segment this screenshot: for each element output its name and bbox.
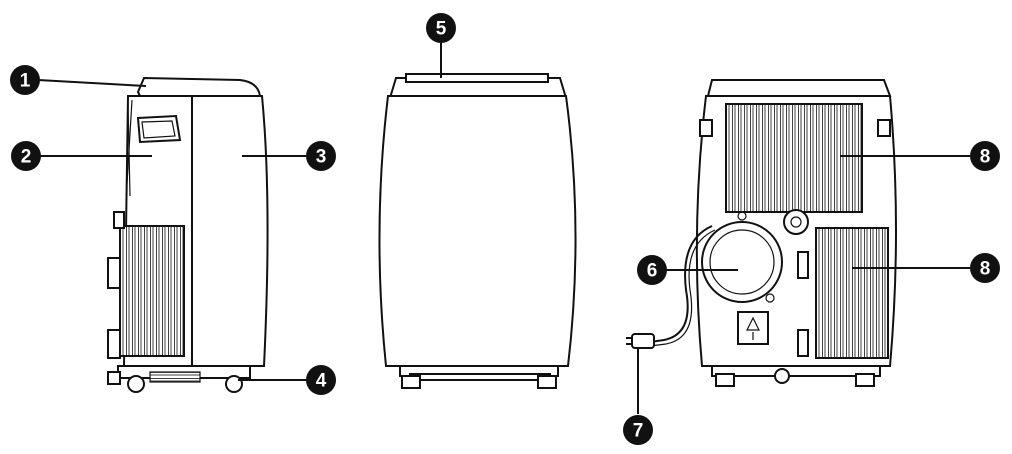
leader-line-1 (37, 79, 147, 87)
callout-1: 1 (10, 65, 40, 95)
callout-8-upper: 8 (970, 141, 1000, 171)
callout-2: 2 (11, 141, 41, 171)
back-view-unit (626, 79, 897, 387)
callout-6-label: 6 (647, 261, 658, 282)
callout-5: 5 (426, 13, 456, 43)
callout-6: 6 (637, 255, 667, 285)
callout-5-label: 5 (436, 19, 447, 40)
front-view-unit (378, 73, 577, 389)
callout-8-lower: 8 (970, 253, 1000, 283)
leader-lines (37, 42, 970, 414)
callout-4: 4 (306, 365, 336, 395)
callout-3-label: 3 (316, 147, 327, 168)
callout-4-label: 4 (316, 371, 327, 392)
callout-1-label: 1 (20, 71, 31, 92)
callout-7-label: 7 (633, 421, 644, 442)
callout-3: 3 (306, 141, 336, 171)
callout-8-upper-label: 8 (980, 147, 991, 168)
callout-7: 7 (623, 415, 653, 445)
callout-2-label: 2 (21, 147, 32, 168)
callout-8-lower-label: 8 (980, 259, 991, 280)
side-view-unit (107, 76, 269, 393)
